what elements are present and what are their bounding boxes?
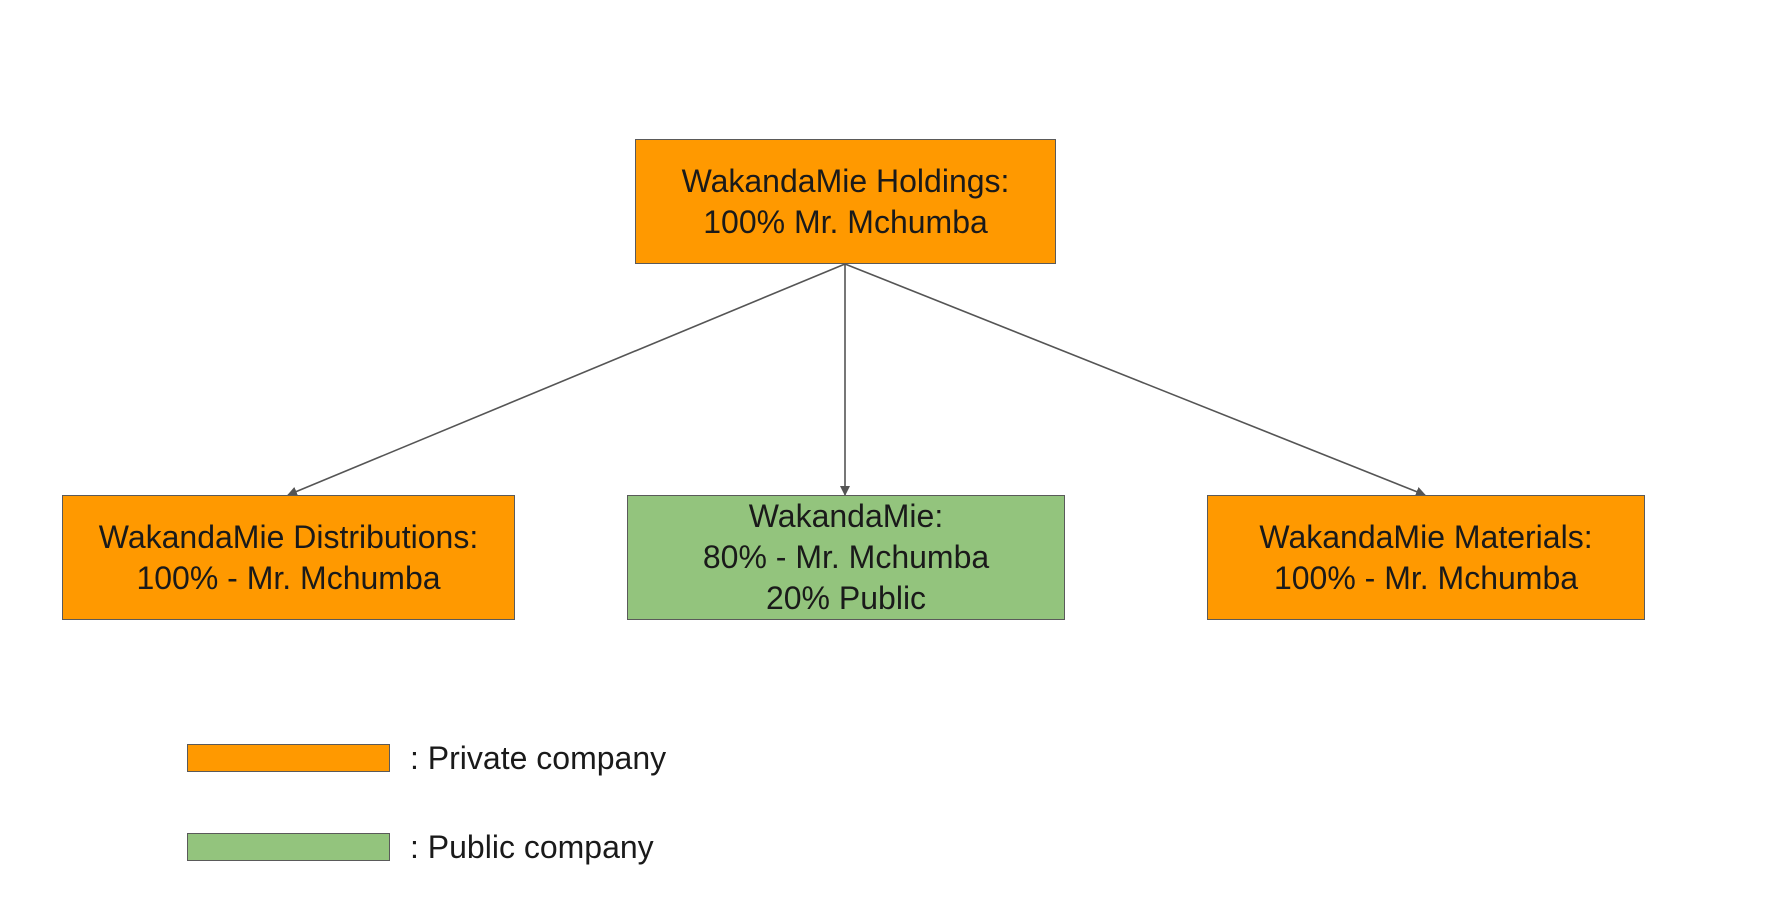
node-distributions-line-2: 100% - Mr. Mchumba (136, 559, 441, 596)
legend-label-public: : Public company (410, 829, 654, 865)
node-distributions: WakandaMie Distributions: 100% - Mr. Mch… (62, 495, 515, 620)
node-wakandamie-line-3: 20% Public (765, 580, 927, 616)
node-wakandamie-line-1: WakandaMie: (748, 498, 944, 534)
node-holdings-line-2: 100% Mr. Mchumba (703, 203, 988, 240)
edge-holdings-to-materials (844, 263, 1426, 497)
node-materials: WakandaMie Materials: 100% - Mr. Mchumba (1207, 495, 1645, 620)
node-wakandamie-line-2: 80% - Mr. Mchumba (702, 539, 990, 575)
legend-label-private: : Private company (410, 740, 667, 776)
legend-swatch-private (187, 744, 390, 772)
node-wakandamie: WakandaMie: 80% - Mr. Mchumba 20% Public (627, 495, 1065, 620)
legend-item-private: : Private company (187, 738, 666, 778)
legend-item-public: : Public company (187, 827, 654, 867)
legend-swatch-public (187, 833, 390, 861)
node-materials-line-1: WakandaMie Materials: (1259, 518, 1593, 555)
node-distributions-line-1: WakandaMie Distributions: (98, 518, 479, 555)
node-materials-line-2: 100% - Mr. Mchumba (1273, 559, 1579, 596)
node-holdings-line-1: WakandaMie Holdings: (681, 162, 1010, 199)
node-holdings: WakandaMie Holdings: 100% Mr. Mchumba (635, 139, 1056, 264)
edge-holdings-to-distributions (287, 263, 846, 497)
